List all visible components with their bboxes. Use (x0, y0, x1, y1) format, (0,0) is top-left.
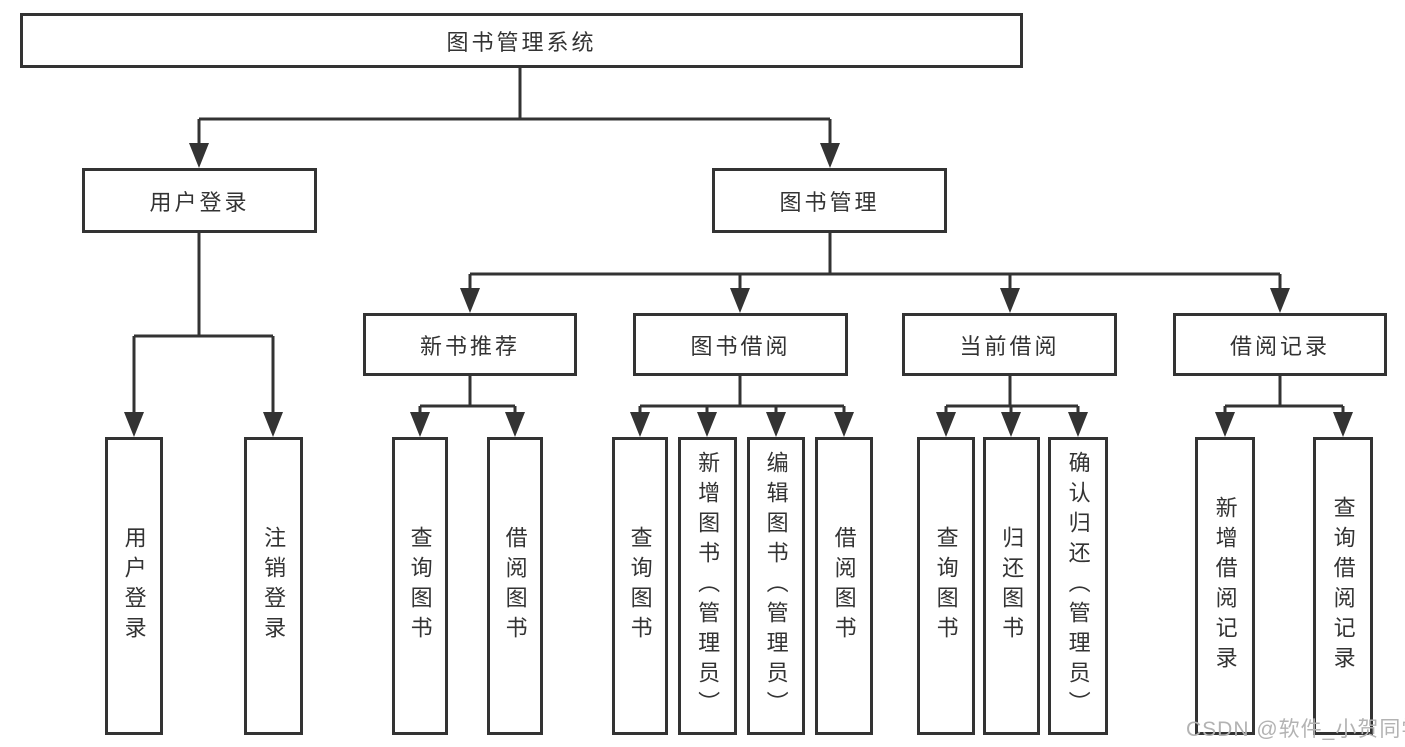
arrowheads (124, 143, 1353, 437)
node-book-borrow: 图书借阅 (633, 313, 848, 376)
node-borrow-record: 借阅记录 (1173, 313, 1387, 376)
node-book-management: 图书管理 (712, 168, 947, 233)
node-leaf-add-borrow-record: 新增借阅记录 (1195, 437, 1255, 735)
csdn-watermark: CSDN @软件_小贺同学 (1186, 718, 1405, 741)
node-label: 图书借阅 (690, 333, 791, 359)
node-current-borrow: 当前借阅 (902, 313, 1117, 376)
connector-borrow-record-children (1223, 376, 1345, 415)
node-label: 新增借阅记录 (1212, 496, 1238, 676)
node-leaf-edit-book-admin: 编辑图书（管理员） (747, 437, 805, 735)
node-label: 图书管理 (779, 189, 880, 215)
node-leaf-add-book-admin: 新增图书（管理员） (678, 437, 737, 735)
connector-book-mgmt-children (468, 233, 1282, 291)
node-label: 借阅图书 (831, 526, 857, 646)
node-label: 编辑图书（管理员） (763, 451, 789, 721)
node-label: 查询图书 (407, 526, 433, 646)
node-leaf-logout: 注销登录 (244, 437, 303, 735)
connector-user-login-children (132, 233, 275, 415)
node-label: 查询图书 (933, 526, 959, 646)
connector-root-to-level2 (197, 68, 832, 146)
node-leaf-query-book-3: 查询图书 (917, 437, 975, 735)
node-label: 借阅图书 (502, 526, 528, 646)
node-label: 确认归还（管理员） (1065, 451, 1091, 721)
node-leaf-query-book-2: 查询图书 (612, 437, 668, 735)
node-label: 查询图书 (627, 526, 653, 646)
node-label: 注销登录 (261, 526, 287, 646)
node-label: 用户登录 (121, 526, 147, 646)
node-new-book-recommend: 新书推荐 (363, 313, 577, 376)
node-leaf-borrow-book-1: 借阅图书 (487, 437, 543, 735)
node-library-management-system: 图书管理系统 (20, 13, 1023, 68)
node-user-login: 用户登录 (82, 168, 317, 233)
node-label: 新书推荐 (419, 333, 520, 359)
node-label: 用户登录 (149, 189, 250, 215)
node-leaf-borrow-book-2: 借阅图书 (815, 437, 873, 735)
node-label: 新增图书（管理员） (695, 451, 721, 721)
node-label: 图书管理系统 (446, 29, 597, 55)
connector-book-borrow-children (638, 376, 846, 415)
node-leaf-return-book: 归还图书 (983, 437, 1040, 735)
node-label: 归还图书 (999, 526, 1025, 646)
connector-current-borrow-children (944, 376, 1080, 415)
node-label: 借阅记录 (1229, 333, 1330, 359)
node-leaf-query-book-1: 查询图书 (392, 437, 448, 735)
connector-new-book-rec-children (418, 376, 517, 415)
node-leaf-user-login: 用户登录 (105, 437, 163, 735)
node-label: 当前借阅 (959, 333, 1060, 359)
node-leaf-query-borrow-record: 查询借阅记录 (1313, 437, 1373, 735)
node-label: 查询借阅记录 (1330, 496, 1356, 676)
node-leaf-confirm-return-admin: 确认归还（管理员） (1048, 437, 1108, 735)
